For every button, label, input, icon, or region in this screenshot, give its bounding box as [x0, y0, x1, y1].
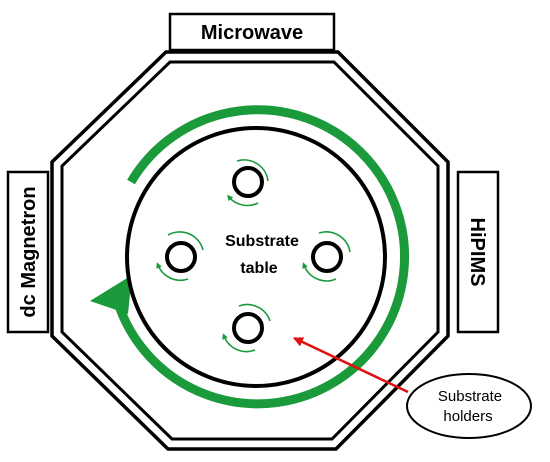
dc-magnetron-port: dc Magnetron	[6, 170, 50, 334]
callout-label-line1: Substrate	[438, 388, 502, 405]
substrate-table-label-line2: table	[240, 260, 277, 277]
hipims-port: HiPIMS	[456, 170, 500, 334]
substrate-holder-left	[156, 231, 204, 282]
substrate-holders-callout: Substrate holders	[406, 373, 532, 439]
microwave-label: Microwave	[201, 22, 303, 44]
dc-magnetron-label: dc Magnetron	[18, 186, 40, 317]
rotation-arrow-arc	[113, 105, 410, 409]
substrate-holder-bottom	[222, 303, 271, 353]
substrate-table-label-line1: Substrate	[225, 233, 299, 250]
substrate-table	[125, 126, 387, 388]
substrate-holder-top	[227, 159, 269, 207]
microwave-port: Microwave	[168, 12, 336, 52]
callout-arrow	[293, 336, 409, 394]
substrate-holder-right	[302, 231, 351, 282]
hipims-port-box	[456, 170, 500, 334]
chamber-octagon-inner	[60, 60, 440, 441]
microwave-port-box	[168, 12, 336, 52]
dc-magnetron-port-box	[6, 170, 50, 334]
rotation-arrow	[90, 105, 410, 409]
callout-label-line2: holders	[443, 408, 492, 425]
callout-ellipse	[406, 373, 532, 439]
rotation-arrow-head	[90, 275, 132, 314]
hipims-label: HiPIMS	[466, 218, 488, 287]
